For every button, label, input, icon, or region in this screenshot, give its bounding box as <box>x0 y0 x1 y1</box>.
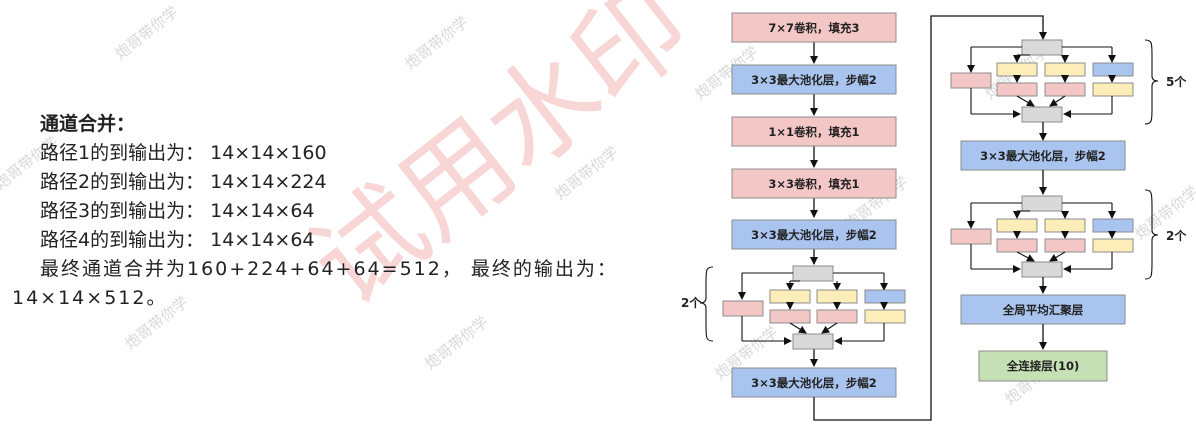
branch-yellow-node <box>769 289 811 304</box>
left-column: 7×7卷积，填充3 3×3最大池化层，步幅2 1×1卷积，填充1 3×3卷积，填… <box>681 12 1047 421</box>
branch-conv-node <box>950 228 992 245</box>
maxpool-label: 3×3最大池化层，步幅2 <box>751 228 877 242</box>
conv-1x1-box <box>731 116 897 147</box>
branch-conv-node <box>1044 238 1086 253</box>
section-title: 通道合并： <box>40 113 136 135</box>
global-avg-pool-label: 全局平均汇聚层 <box>1002 303 1084 317</box>
branch-yellow-node <box>864 309 906 324</box>
conv-1x1-label: 1×1卷积，填充1 <box>768 125 859 139</box>
inception-input-node <box>1021 39 1063 56</box>
branch-pool-node <box>1092 62 1134 77</box>
branch-conv-node <box>722 300 764 317</box>
text-block: 通道合并： 路径1的到输出为： 14×14×160 路径2的到输出为： 14×1… <box>12 110 682 313</box>
inception-output-node <box>792 333 834 350</box>
maxpool-label: 3×3最大池化层，步幅2 <box>751 376 877 390</box>
inception-input-node <box>1021 195 1063 212</box>
fully-connected-box <box>978 350 1108 382</box>
branch-conv-node <box>996 238 1038 253</box>
path-output-line: 路径2的到输出为： 14×14×224 <box>40 171 327 193</box>
branch-yellow-node <box>996 62 1038 77</box>
inception-output-node <box>1021 106 1063 123</box>
branch-conv-node <box>816 309 858 324</box>
maxpool-box <box>731 367 897 398</box>
branch-conv-node <box>1044 82 1086 97</box>
branch-conv-node <box>950 72 992 89</box>
branch-yellow-node <box>1092 82 1134 97</box>
fully-connected-label: 全连接层(10) <box>1006 359 1080 373</box>
branch-conv-node <box>996 82 1038 97</box>
summary-paragraph: 最终通道合并为160+224+64+64=512， 最终的输出为：14×14×5… <box>12 258 618 309</box>
branch-yellow-node <box>1092 238 1134 253</box>
path-output-line: 路径3的到输出为： 14×14×64 <box>40 200 315 222</box>
repeat-count-label: 5个 <box>1166 74 1187 89</box>
repeat-count-label: 2个 <box>681 295 702 310</box>
maxpool-label: 3×3最大池化层，步幅2 <box>751 73 877 87</box>
maxpool-box <box>731 64 897 95</box>
inception-block-left: 2个 <box>681 265 906 350</box>
conv-7x7-box <box>731 12 897 43</box>
branch-pool-node <box>864 289 906 304</box>
branch-yellow-node <box>1044 62 1086 77</box>
conv-7x7-label: 7×7卷积，填充3 <box>768 21 859 35</box>
path-output-line: 路径1的到输出为： 14×14×160 <box>40 142 327 164</box>
column-connector <box>813 15 1047 421</box>
branch-yellow-node <box>996 218 1038 233</box>
repeat-count-label: 2个 <box>1166 228 1187 243</box>
right-column: 5个 3×3最大池化层，步幅2 <box>950 39 1187 382</box>
branch-yellow-node <box>1044 218 1086 233</box>
path-output-line: 路径4的到输出为： 14×14×64 <box>40 229 315 251</box>
repeat-brace <box>1144 189 1159 280</box>
branch-yellow-node <box>816 289 858 304</box>
inception-block-top: 5个 <box>950 39 1187 125</box>
branch-conv-node <box>769 309 811 324</box>
maxpool-label: 3×3最大池化层，步幅2 <box>980 149 1106 163</box>
inception-block-bottom: 2个 <box>950 189 1187 280</box>
branch-pool-node <box>1092 218 1134 233</box>
conv-3x3-box <box>731 168 897 199</box>
inception-output-node <box>1021 261 1063 278</box>
inception-input-node <box>792 265 834 282</box>
repeat-brace <box>699 266 714 342</box>
conv-3x3-label: 3×3卷积，填充1 <box>768 177 859 191</box>
global-avg-pool-box <box>960 294 1126 325</box>
maxpool-box <box>731 219 897 250</box>
repeat-brace <box>1144 39 1159 125</box>
